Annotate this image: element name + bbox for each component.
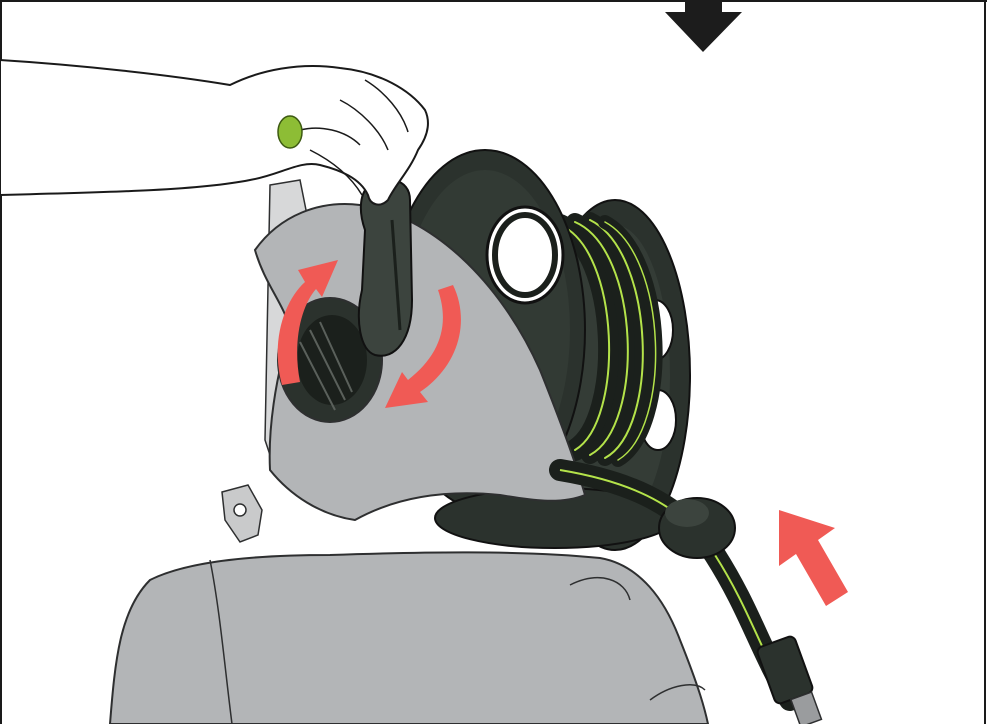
handle-grip <box>278 116 302 148</box>
hand <box>0 60 428 205</box>
base-unit <box>110 552 708 724</box>
push-down-arrow-icon <box>665 0 742 52</box>
crank-handle <box>359 180 412 356</box>
push-up-arrow-icon <box>779 510 848 606</box>
mounting-hole <box>234 504 246 516</box>
